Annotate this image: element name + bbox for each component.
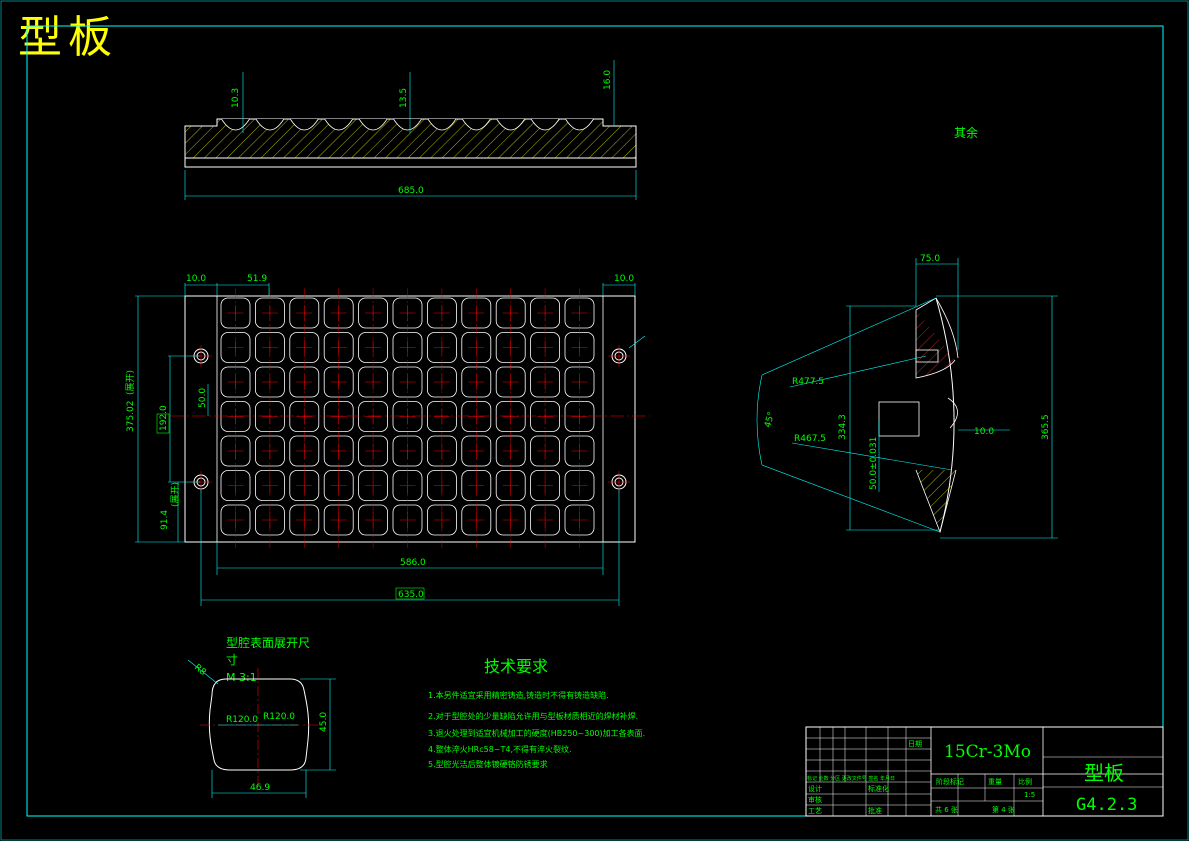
plan-left-margin-dim: 10.0 bbox=[186, 274, 206, 284]
title-block-standard-label: 标准化 bbox=[868, 784, 889, 793]
title-block-approve-label: 批准 bbox=[868, 806, 882, 815]
outer-frame bbox=[26, 25, 1164, 817]
title-block-sheets-total: 共 6 张 bbox=[935, 805, 958, 814]
side-angle-dim: 45° bbox=[763, 411, 777, 429]
detail-width-dim: 46.9 bbox=[250, 783, 270, 793]
section-cavity bbox=[427, 118, 457, 131]
title-block-review-label: 审核 bbox=[808, 795, 822, 804]
title-block-scale-value: 1:5 bbox=[1024, 791, 1035, 799]
detail-right-radius: R120.0 bbox=[263, 712, 295, 722]
side-height-1-dim: 334.3 bbox=[838, 414, 848, 440]
title-block-scale-label: 比例 bbox=[1018, 777, 1032, 786]
title-block-date-label: 日期 bbox=[908, 740, 922, 748]
mounting-hole bbox=[608, 345, 630, 367]
side-outer-radius-dim: R477.5 bbox=[792, 377, 824, 387]
side-view: 45° R477.5 R467.5 75.0 334.3 50.0±0.031 … bbox=[756, 254, 1058, 539]
mounting-hole bbox=[608, 471, 630, 493]
plan-right-margin-dim: 10.0 bbox=[614, 274, 634, 284]
title-block-stage-label: 阶段标记 bbox=[936, 777, 964, 786]
title-block-marks-header: 标记 处数 分区 更改文件号 签名 年月日 bbox=[807, 775, 895, 782]
title-block-drawing-number: G4.2.3 bbox=[1076, 795, 1137, 815]
title-block-sheet-no: 第 4 张 bbox=[992, 805, 1015, 814]
tech-requirement-item: 2.对于型腔处的少量缺陷允许用与型板材质相近的焊材补焊. bbox=[428, 712, 639, 721]
section-cavity bbox=[530, 118, 560, 131]
plan-height-dim: 375.02 bbox=[126, 401, 136, 433]
section-depth-3: 16.0 bbox=[603, 70, 613, 90]
section-cavity bbox=[358, 118, 388, 131]
side-top-width-dim: 75.0 bbox=[920, 254, 940, 264]
tech-requirement-item: 4.整体淬火HRc58~T4,不得有淬火裂纹. bbox=[428, 745, 572, 754]
tech-requirement-item: 5.型腔光洁后整体镀硬铬防锈要求 bbox=[428, 760, 548, 769]
section-length-dim: 685.0 bbox=[398, 186, 424, 196]
plan-outer-width-dim: 635.0 bbox=[398, 590, 424, 600]
drawing-title: 型板 bbox=[18, 12, 118, 63]
section-cavity bbox=[461, 118, 491, 131]
detail-height-dim: 45.0 bbox=[319, 712, 329, 732]
cavity-detail: 型腔表面展开尺 寸 M 3:1 R8 R120.0 R120.0 45.0 46… bbox=[187, 635, 336, 798]
unfold-caption-line1: 型腔表面展开尺 bbox=[226, 635, 310, 650]
section-cavity bbox=[393, 118, 422, 131]
tech-requirements-heading: 技术要求 bbox=[484, 657, 549, 676]
plan-bottom-note: (展开) bbox=[170, 482, 181, 507]
title-block-design-label: 设计 bbox=[808, 784, 822, 793]
section-cavity bbox=[565, 118, 594, 131]
section-cavity bbox=[496, 118, 526, 131]
title-block: 标记 处数 分区 更改文件号 签名 年月日 设计 标准化 审核 工艺 批准 日期… bbox=[805, 726, 1164, 817]
cavity-grid bbox=[220, 288, 595, 548]
detail-left-radius: R120.0 bbox=[226, 715, 258, 725]
title-block-process-label: 工艺 bbox=[808, 807, 822, 815]
section-cavity bbox=[289, 118, 319, 131]
remaining-roughness-note: 其余 bbox=[954, 125, 978, 140]
side-offset-dim: 50.0±0.031 bbox=[869, 437, 879, 490]
plan-inner-width-dim: 586.0 bbox=[400, 558, 426, 568]
unfold-caption-line2: 寸 bbox=[226, 653, 238, 667]
plan-pitch-v-dim: 50.0 bbox=[198, 388, 208, 408]
title-block-part-name: 型板 bbox=[1084, 761, 1124, 785]
tech-requirement-item: 1.本另件适宜采用精密铸造,铸造时不得有铸造缺陷. bbox=[428, 691, 609, 700]
section-cavities bbox=[221, 118, 594, 131]
section-cavity bbox=[255, 118, 285, 131]
title-block-weight-label: 重量 bbox=[988, 778, 1002, 786]
plan-bottom-offset-dim: 91.4 bbox=[160, 510, 170, 530]
unfold-scale: M 3:1 bbox=[226, 671, 257, 684]
plan-view: 10.0 51.9 10.0 375.02 (展开) 192.0 50.0 91… bbox=[125, 274, 650, 606]
section-cavity bbox=[221, 118, 250, 131]
tech-requirement-item: 3.退火处理到适宜机械加工的硬度(HB250~300)加工各表面. bbox=[428, 729, 646, 738]
plan-pitch-dim: 51.9 bbox=[247, 274, 267, 284]
plan-height-note: (展开) bbox=[125, 370, 136, 395]
side-inner-radius-dim: R467.5 bbox=[794, 434, 826, 444]
section-cavity bbox=[324, 118, 354, 131]
title-block-material: 15Cr-3Mo bbox=[944, 742, 1031, 762]
section-depth-1: 10.3 bbox=[231, 88, 241, 108]
section-view: 685.0 10.3 13.5 16.0 bbox=[184, 60, 637, 200]
side-height-2-dim: 365.5 bbox=[1041, 414, 1051, 440]
section-depth-2: 13.5 bbox=[399, 88, 409, 108]
plan-center-box-dim: 192.0 bbox=[159, 405, 169, 431]
side-groove-dim: 10.0 bbox=[974, 427, 994, 437]
